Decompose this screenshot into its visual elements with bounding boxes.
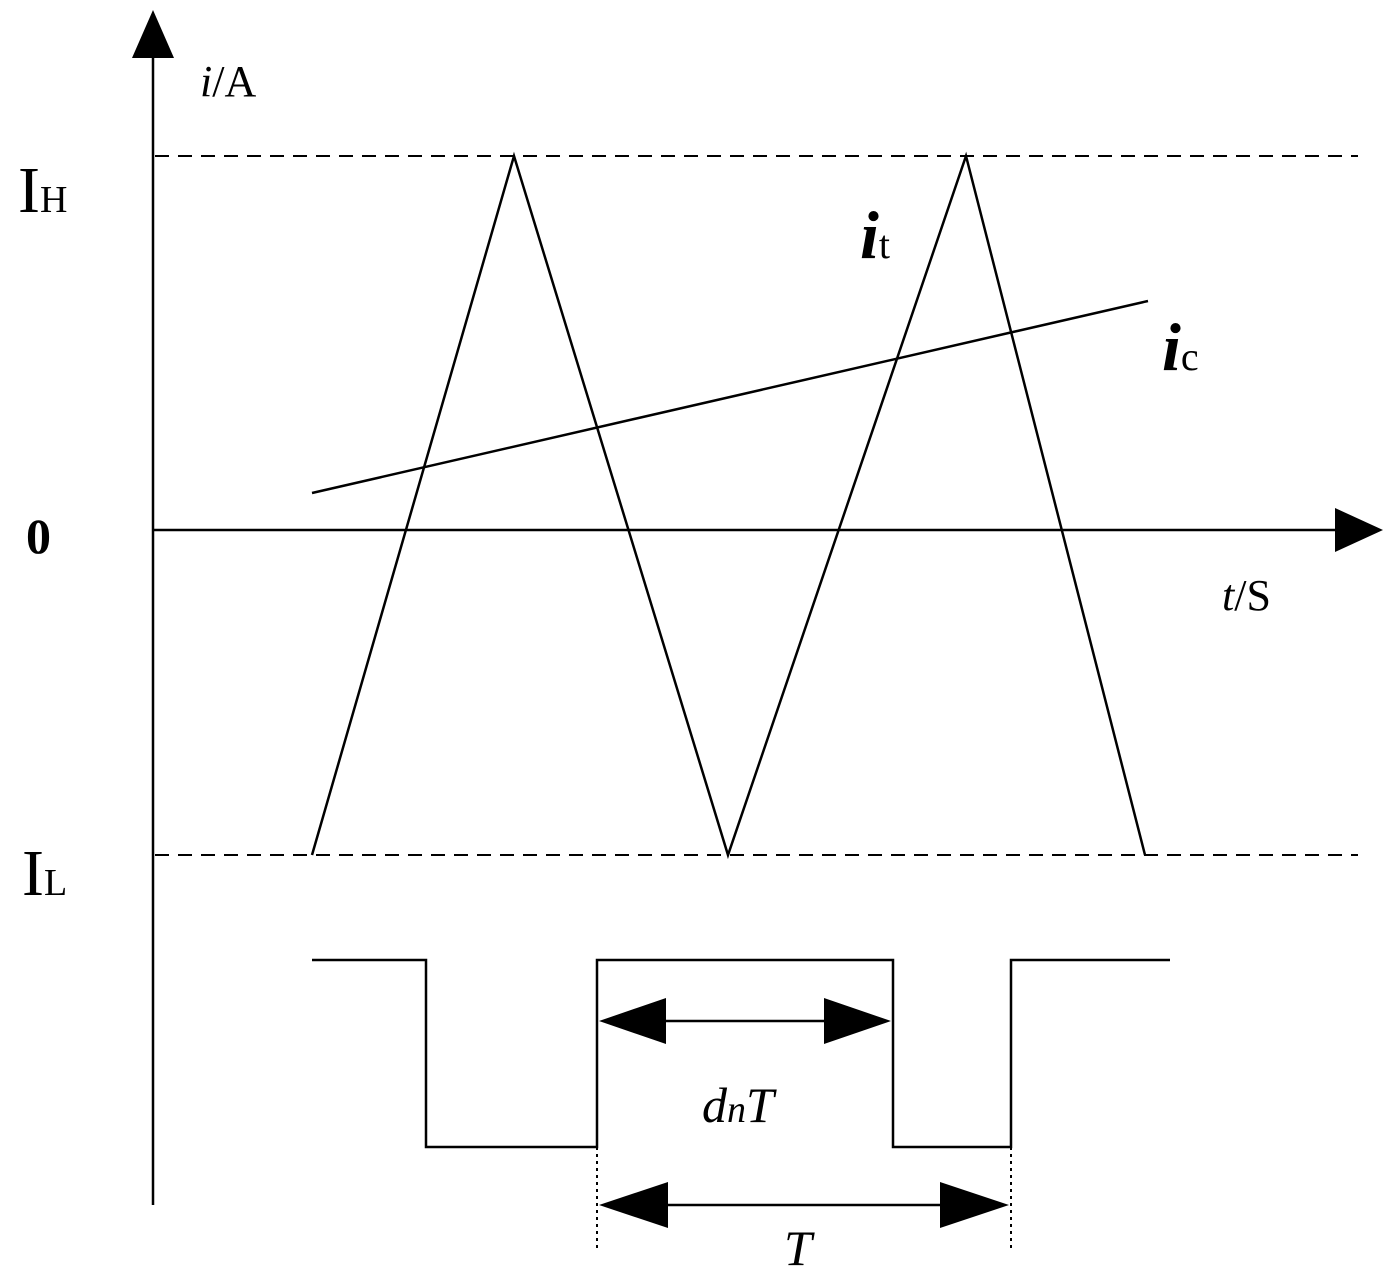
period-arrow-left-icon: [599, 1182, 668, 1228]
duty-label-T: T: [746, 1077, 777, 1133]
y-axis-label: i/A: [200, 57, 256, 106]
duty-label-d: d: [702, 1077, 728, 1133]
low-level-label-sub: L: [44, 862, 67, 904]
control-signal-label-sub: c: [1181, 334, 1199, 379]
y-axis-arrow-icon: [132, 10, 174, 58]
duty-label-n: n: [727, 1089, 746, 1131]
triangle-carrier-wave: [310, 151, 1147, 860]
period-label: T: [784, 1220, 815, 1276]
control-signal-line: [311, 299, 1149, 495]
high-level-label: IH: [18, 154, 67, 227]
x-axis-label: t/S: [1222, 571, 1271, 620]
triangle-signal-label: it: [860, 197, 890, 273]
duty-arrow-right-icon: [824, 998, 891, 1044]
pwm-pulse-wave: [312, 958, 1170, 1149]
x-axis-label-unit: /S: [1234, 571, 1271, 620]
x-axis-label-var: t: [1222, 571, 1236, 620]
x-axis-arrow-icon: [1335, 508, 1383, 552]
y-axis-label-var: i: [200, 57, 212, 106]
triangle-signal-label-sub: t: [879, 222, 890, 267]
origin-label: 0: [26, 508, 51, 564]
period-arrow-right-icon: [940, 1182, 1009, 1228]
high-level-label-sub: H: [40, 179, 67, 221]
y-axis-label-unit: /A: [212, 57, 256, 106]
duty-arrow-left-icon: [599, 998, 666, 1044]
control-signal-label: ic: [1162, 309, 1199, 385]
triangle-signal-label-main: i: [860, 197, 879, 273]
low-level-label: IL: [22, 837, 67, 910]
control-signal-label-main: i: [1162, 309, 1181, 385]
duty-label: dnT: [702, 1077, 777, 1133]
low-level-label-main: I: [22, 837, 44, 910]
high-level-label-main: I: [18, 154, 40, 227]
